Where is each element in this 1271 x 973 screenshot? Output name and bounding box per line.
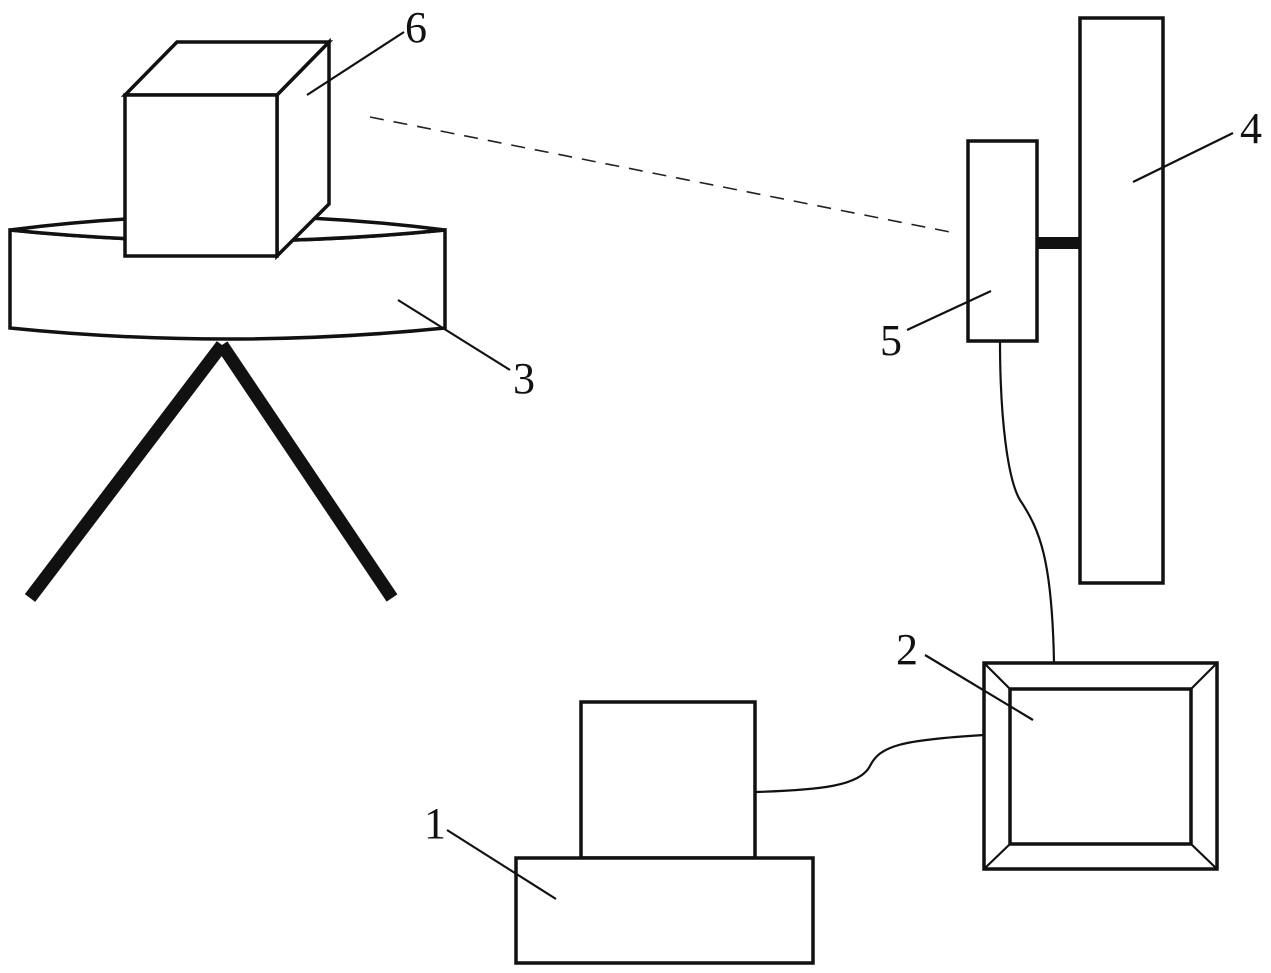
tripod-left-leg xyxy=(30,345,222,598)
cube-front-face xyxy=(125,95,277,256)
base-unit-upper-box xyxy=(581,702,755,858)
base-unit-lower-box xyxy=(516,858,813,963)
component-4-mounting-plate xyxy=(1080,18,1163,583)
tripod-legs xyxy=(30,345,392,598)
leader-3 xyxy=(398,300,510,370)
label-4: 4 xyxy=(1240,104,1262,153)
label-2: 2 xyxy=(896,625,918,674)
cable-1-to-2 xyxy=(756,735,984,792)
bracket-connector xyxy=(1037,237,1080,249)
label-3: 3 xyxy=(513,354,535,403)
label-1: 1 xyxy=(424,799,446,848)
component-6-object-cube xyxy=(125,42,329,256)
cable-5-to-2 xyxy=(1000,341,1054,662)
component-1-base-unit xyxy=(516,702,813,963)
display-inner-screen xyxy=(1010,689,1191,844)
tripod-right-leg xyxy=(222,345,392,598)
label-6: 6 xyxy=(405,3,427,52)
sight-line-dashed xyxy=(370,117,950,232)
label-5: 5 xyxy=(880,316,902,365)
component-5-camera xyxy=(968,141,1037,341)
component-2-display xyxy=(984,663,1217,869)
